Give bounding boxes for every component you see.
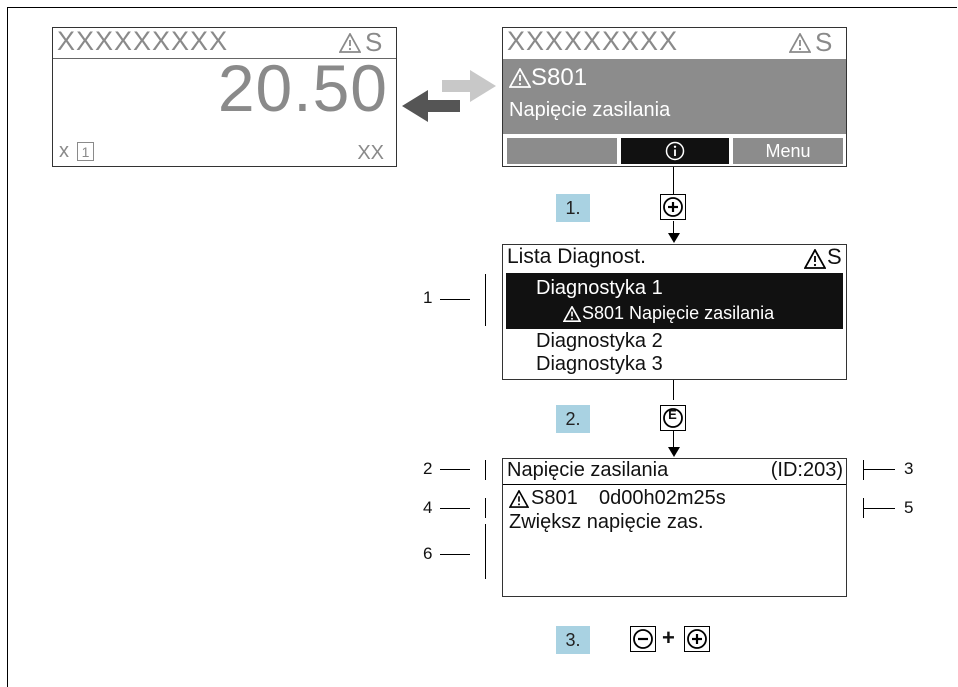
list-item-selected[interactable]: Diagnostyka 1 S801 Napięcie zasilania (506, 273, 843, 329)
callout-leader (863, 469, 895, 470)
diagnostic-display: XXXXXXXXX S S801 Napięcie zasilania Menu (502, 26, 847, 167)
warning-icon (509, 68, 531, 88)
flow-line (673, 380, 674, 400)
channel-number: 1 (81, 143, 90, 160)
arrow-down-icon (668, 447, 680, 457)
callout-leader (440, 469, 470, 470)
list-title: Lista Diagnost. (507, 245, 646, 268)
list-status: S (827, 244, 842, 269)
detail-title: Napięcie zasilania (507, 459, 669, 481)
menu-label: Menu (765, 140, 811, 161)
measured-value: 20.50 (217, 51, 388, 125)
callout-leader (440, 554, 470, 555)
list-item-3[interactable]: Diagnostyka 3 (536, 353, 663, 375)
key-combination-plus: + (662, 625, 675, 650)
flow-line (673, 431, 674, 447)
list-item-2[interactable]: Diagnostyka 2 (536, 330, 663, 352)
figure-frame (7, 7, 957, 687)
callout-leader (440, 299, 470, 300)
warning-icon (339, 33, 361, 53)
callout-bracket (485, 460, 486, 480)
enter-key-label: E (668, 407, 677, 422)
diagnostic-list-display: Lista Diagnost. S Diagnostyka 1 S801 Nap… (502, 244, 847, 380)
list-item-label: Diagnostyka 1 (536, 277, 663, 299)
callout-bracket (485, 274, 486, 326)
warning-icon (804, 249, 826, 269)
detail-divider (503, 484, 846, 485)
minus-key-icon (630, 626, 656, 652)
callout-6: 6 (423, 544, 433, 563)
info-icon (665, 141, 685, 161)
display-status: S (815, 27, 833, 57)
plus-key-icon (660, 194, 686, 220)
diagnostic-detail-display: Napięcie zasilania (ID:203) S801 0d00h02… (502, 458, 847, 597)
callout-4: 4 (423, 498, 433, 517)
display-footer-left: x (59, 140, 69, 162)
warning-icon (509, 490, 529, 508)
softkey-info[interactable] (621, 138, 729, 164)
callout-bracket (485, 498, 486, 518)
warning-icon (789, 33, 811, 53)
callout-1: 1 (423, 288, 433, 307)
diagnostic-message-area: S801 Napięcie zasilania (503, 59, 846, 134)
callout-leader (440, 508, 470, 509)
callout-leader (863, 508, 895, 509)
display-header: XXXXXXXXX (507, 26, 679, 56)
callout-2: 2 (423, 459, 433, 478)
step-3-badge: 3. (556, 626, 590, 654)
diagnostic-message: Napięcie zasilania (509, 99, 671, 121)
softkey-left[interactable] (507, 138, 617, 164)
callout-bracket (863, 460, 864, 480)
softkey-menu[interactable]: Menu (733, 138, 843, 164)
plus-key-icon (684, 626, 710, 652)
channel-indicator: 1 (77, 142, 94, 161)
callout-bracket (485, 524, 486, 579)
flow-line (673, 221, 674, 237)
display-status: S (365, 27, 383, 57)
callout-5: 5 (904, 498, 914, 517)
detail-time: 0d00h02m25s (599, 487, 726, 509)
flow-line (673, 167, 674, 195)
detail-code: S801 (531, 487, 578, 509)
step-2-badge: 2. (556, 405, 590, 433)
step-1-badge: 1. (556, 194, 590, 222)
enter-key-icon: E (660, 405, 686, 431)
display-header-divider (53, 58, 396, 59)
callout-3: 3 (904, 459, 914, 478)
display-header: XXXXXXXXX (57, 26, 229, 56)
detail-id: (ID:203) (770, 459, 843, 481)
detail-remedy: Zwiększ napięcie zas. (509, 511, 704, 533)
warning-icon (563, 306, 581, 322)
swap-arrows (402, 70, 496, 122)
diagnostic-code: S801 (531, 64, 588, 91)
arrow-down-icon (668, 233, 680, 243)
measured-value-display: XXXXXXXXX S 20.50 x 1 XX (52, 26, 397, 167)
list-item-detail: S801 Napięcie zasilania (582, 303, 775, 323)
display-footer-right: XX (357, 142, 384, 164)
